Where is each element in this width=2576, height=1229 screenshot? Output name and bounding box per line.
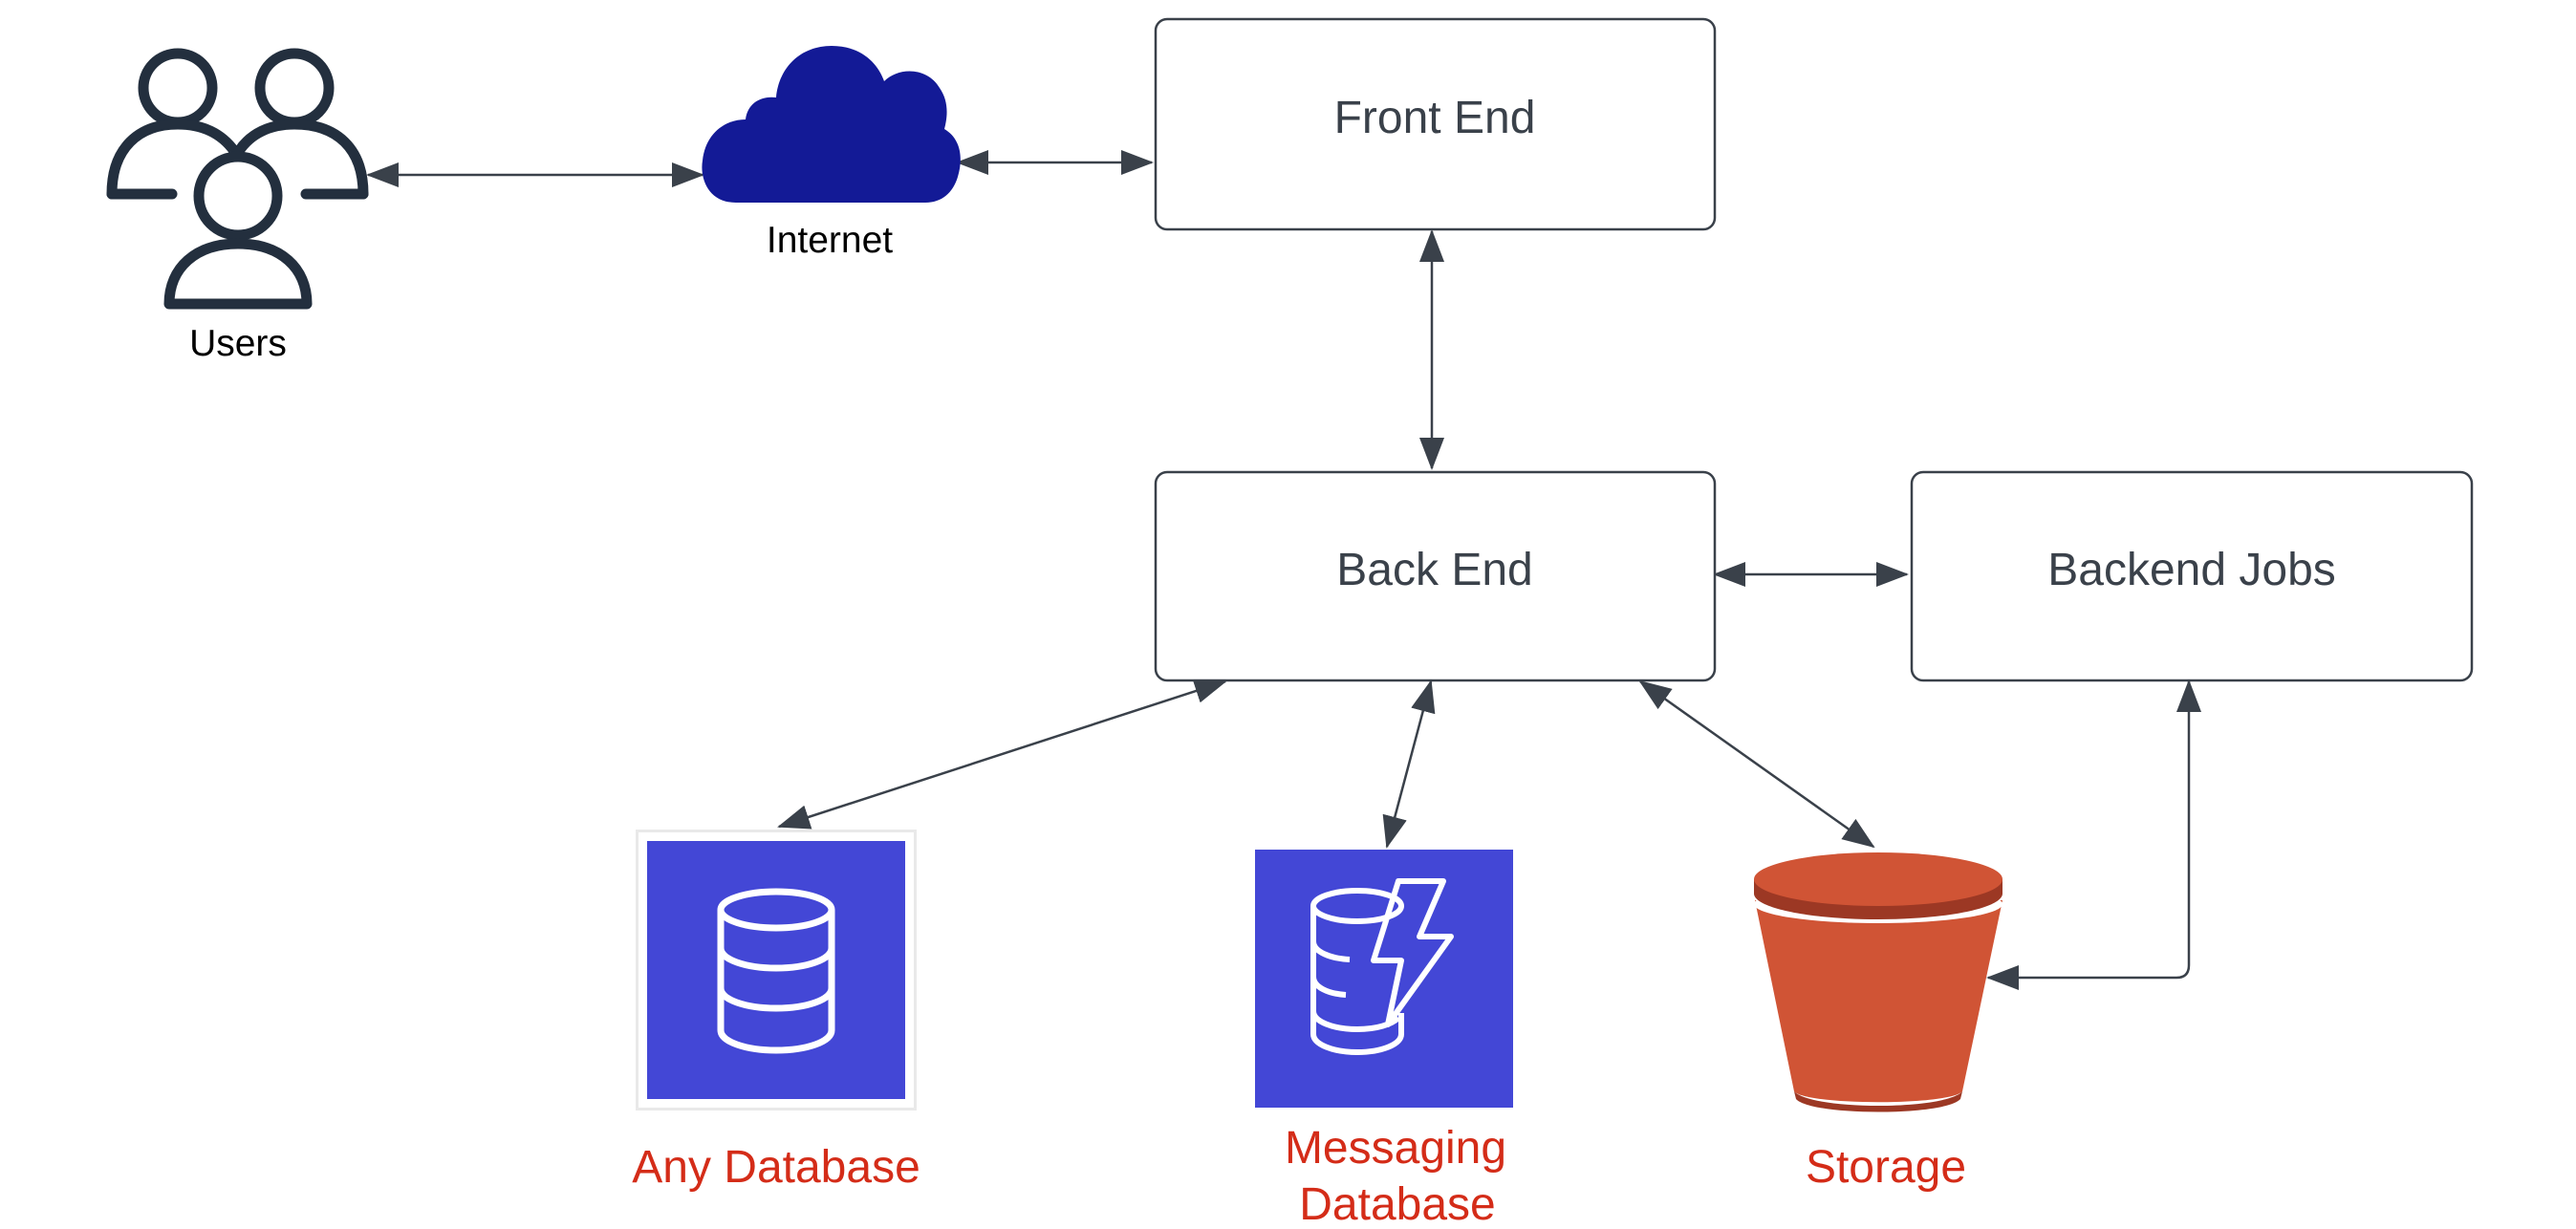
front-end-label: Front End: [1334, 93, 1536, 143]
back-end-box: [1154, 470, 1717, 682]
users-node[interactable]: Users: [106, 48, 369, 364]
messaging-database-label-line2: Database: [1299, 1179, 1495, 1229]
any-database-node[interactable]: Any Database: [632, 830, 920, 1193]
messaging-database-label-line1: Messaging: [1285, 1123, 1506, 1174]
bucket-icon: [1754, 852, 2002, 1112]
storage-label: Storage: [1806, 1142, 1966, 1193]
messaging-database-node[interactable]: Messaging Database: [1255, 850, 1513, 1229]
internet-node[interactable]: Internet: [702, 46, 961, 261]
back-end-node[interactable]: Back End: [1154, 470, 1717, 682]
front-end-node[interactable]: Front End: [1154, 17, 1717, 231]
dynamodb-icon: [1310, 878, 1454, 1055]
backend-jobs-node[interactable]: Backend Jobs: [1910, 470, 2474, 682]
bucket-lid: [1754, 852, 2002, 906]
internet-label: Internet: [767, 220, 893, 261]
users-label: Users: [189, 323, 287, 364]
back-end-label: Back End: [1336, 545, 1532, 595]
users-icon: [106, 48, 369, 310]
storage-node[interactable]: Storage: [1754, 852, 2002, 1193]
backend-jobs-label: Backend Jobs: [2047, 545, 2336, 595]
connector-backendjobs-storage[interactable]: [1986, 679, 2201, 990]
connector-backend-anydatabase[interactable]: [777, 679, 1227, 830]
messaging-db-tile: [1255, 850, 1513, 1108]
connector-backend-messagingdb[interactable]: [1382, 679, 1436, 849]
any-database-label: Any Database: [632, 1142, 920, 1193]
connectors: [366, 150, 2201, 990]
bucket-body: [1755, 900, 2002, 1103]
connector-backend-storage[interactable]: [1638, 679, 1875, 849]
bucket-bottom-rim: [1794, 1091, 1962, 1112]
backend-jobs-box: [1910, 470, 2474, 682]
front-end-box: [1154, 17, 1717, 231]
database-icon: [717, 888, 835, 1054]
cloud-icon: [702, 46, 961, 203]
